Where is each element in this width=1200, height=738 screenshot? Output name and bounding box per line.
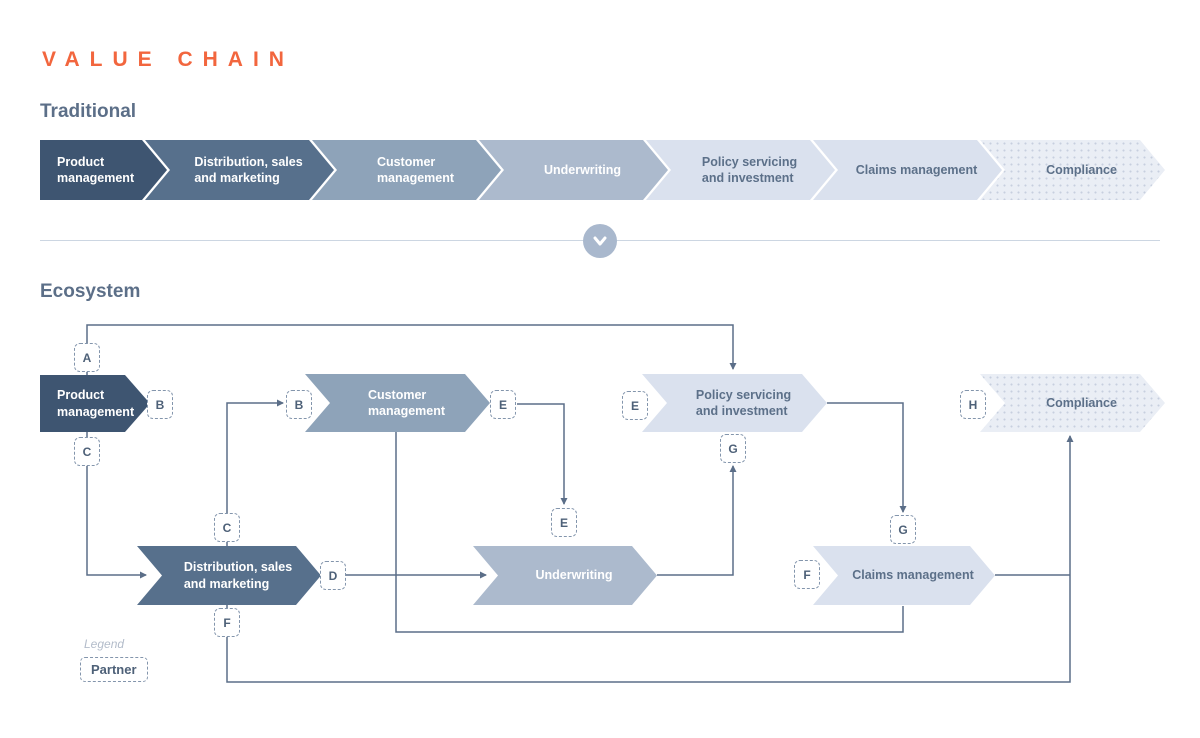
ecosystem-chevron-claims-management: Claims management	[813, 546, 995, 605]
ecosystem-chevron-product-management: Product management	[40, 375, 150, 432]
connector-3	[86, 466, 147, 579]
partner-badge-f-10: F	[214, 608, 240, 637]
connector-1	[86, 324, 737, 370]
partner-badge-b-1: B	[147, 390, 173, 419]
partner-badge-g-6: G	[720, 434, 746, 463]
traditional-chevron-customer-management: Customer management	[312, 140, 501, 200]
chevron-down-icon	[583, 224, 617, 258]
chevron-down-glyph	[593, 236, 607, 246]
traditional-chevron-compliance: Compliance	[980, 140, 1165, 200]
legend-title: Legend	[84, 637, 125, 651]
traditional-chevron-policy-servicing-investment: Policy servicing and investment	[646, 140, 835, 200]
ecosystem-heading: Ecosystem	[40, 281, 141, 302]
partner-badge-e-4: E	[490, 390, 516, 419]
partner-badge-e-5: E	[622, 391, 648, 420]
connector-5	[226, 399, 284, 513]
legend-partner-badge: Partner	[80, 657, 148, 682]
partner-badge-a-0: A	[74, 343, 100, 372]
ecosystem-chevron-customer-management: Customer management	[305, 374, 490, 432]
partner-badge-h-7: H	[960, 390, 986, 419]
traditional-heading: Traditional	[40, 101, 137, 122]
connector-8	[657, 465, 737, 576]
ecosystem-chevron-distribution-sales-marketing: Distribution, sales and marketing	[137, 546, 321, 605]
ecosystem-chevron-underwriting: Underwriting	[473, 546, 657, 605]
connector-9	[827, 402, 907, 513]
partner-badge-e-11: E	[551, 508, 577, 537]
traditional-chevron-distribution-sales-marketing: Distribution, sales and marketing	[145, 140, 334, 200]
traditional-chevron-underwriting: Underwriting	[479, 140, 668, 200]
traditional-chevron-product-management: Product management	[40, 140, 167, 200]
ecosystem-chevron-policy-servicing-investment: Policy servicing and investment	[642, 374, 827, 432]
partner-badge-c-8: C	[214, 513, 240, 542]
partner-badge-b-3: B	[286, 390, 312, 419]
partner-badge-d-9: D	[320, 561, 346, 590]
page-title: VALUE CHAIN	[42, 48, 294, 71]
partner-badge-f-12: F	[794, 560, 820, 589]
partner-badge-c-2: C	[74, 437, 100, 466]
traditional-chevron-claims-management: Claims management	[813, 140, 1002, 200]
ecosystem-chevron-compliance: Compliance	[980, 374, 1165, 432]
partner-badge-g-13: G	[890, 515, 916, 544]
connector-7	[517, 403, 568, 505]
